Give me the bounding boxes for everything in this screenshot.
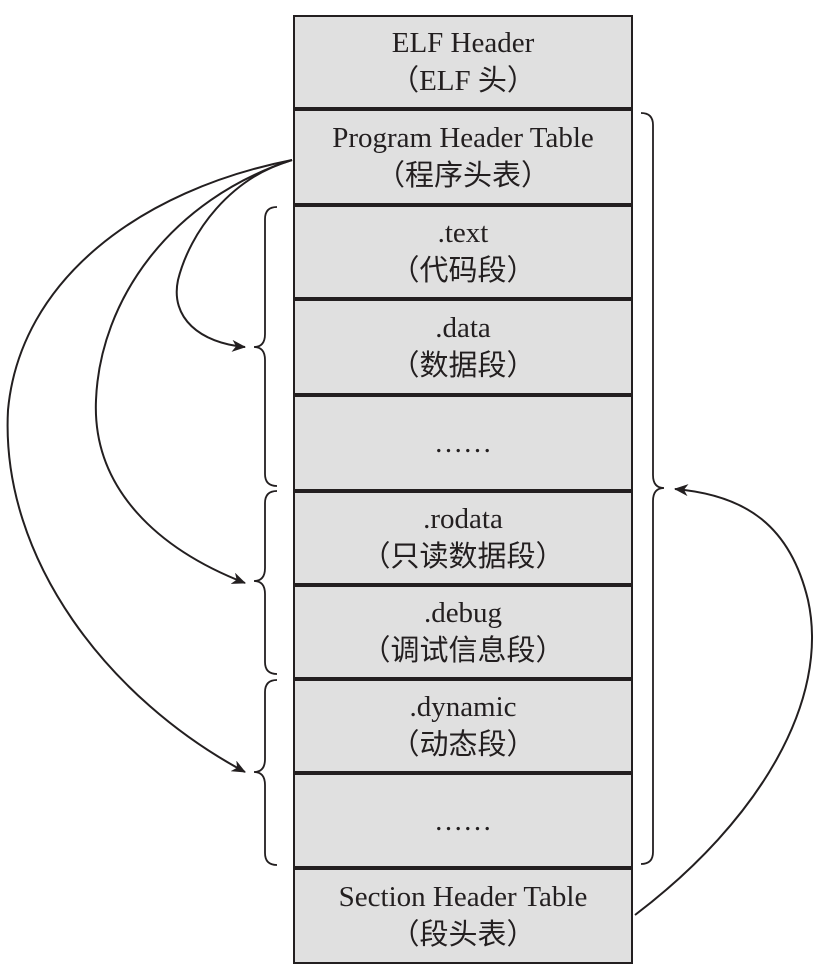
dynamic-section-block: .dynamic （动态段） bbox=[293, 679, 633, 773]
data-section-block: .data （数据段） bbox=[293, 299, 633, 395]
debug-section-title: .debug bbox=[423, 597, 503, 629]
section-header-table-block: Section Header Table （段头表） bbox=[293, 868, 633, 964]
program-header-table-subtitle: （程序头表） bbox=[375, 160, 550, 192]
data-section-title: .data bbox=[435, 312, 491, 344]
ellipsis-block-2: …… bbox=[293, 773, 633, 868]
rodata-section-block: .rodata （只读数据段） bbox=[293, 491, 633, 585]
dynamic-section-title: .dynamic bbox=[409, 691, 517, 723]
dynamic-section-subtitle: （动态段） bbox=[390, 729, 536, 761]
program-header-table-block: Program Header Table （程序头表） bbox=[293, 109, 633, 205]
program-header-arrow-1 bbox=[175, 159, 293, 352]
program-header-arrow-2 bbox=[94, 159, 293, 584]
debug-section-block: .debug （调试信息段） bbox=[293, 585, 633, 679]
elf-header-block: ELF Header （ELF 头） bbox=[293, 15, 633, 109]
ellipsis-text-2: …… bbox=[434, 804, 492, 837]
sections-brace bbox=[640, 112, 665, 865]
segment-brace-3 bbox=[253, 679, 278, 866]
segment-brace-2 bbox=[253, 490, 278, 675]
section-header-table-subtitle: （段头表） bbox=[390, 919, 536, 951]
section-header-arrow bbox=[634, 484, 813, 916]
data-section-subtitle: （数据段） bbox=[390, 350, 536, 382]
section-header-table-title: Section Header Table bbox=[338, 881, 588, 913]
debug-section-subtitle: （调试信息段） bbox=[361, 635, 565, 667]
segment-brace-1 bbox=[253, 206, 278, 487]
rodata-section-title: .rodata bbox=[423, 503, 503, 535]
elf-header-subtitle: （ELF 头） bbox=[390, 65, 536, 97]
program-header-table-title: Program Header Table bbox=[332, 122, 594, 154]
program-header-arrow-3 bbox=[6, 159, 293, 773]
text-section-title: .text bbox=[437, 217, 489, 249]
elf-header-title: ELF Header bbox=[391, 27, 535, 59]
ellipsis-block-1: …… bbox=[293, 395, 633, 491]
text-section-subtitle: （代码段） bbox=[390, 255, 536, 287]
text-section-block: .text （代码段） bbox=[293, 205, 633, 299]
ellipsis-text-1: …… bbox=[434, 427, 492, 459]
rodata-section-subtitle: （只读数据段） bbox=[361, 541, 565, 573]
